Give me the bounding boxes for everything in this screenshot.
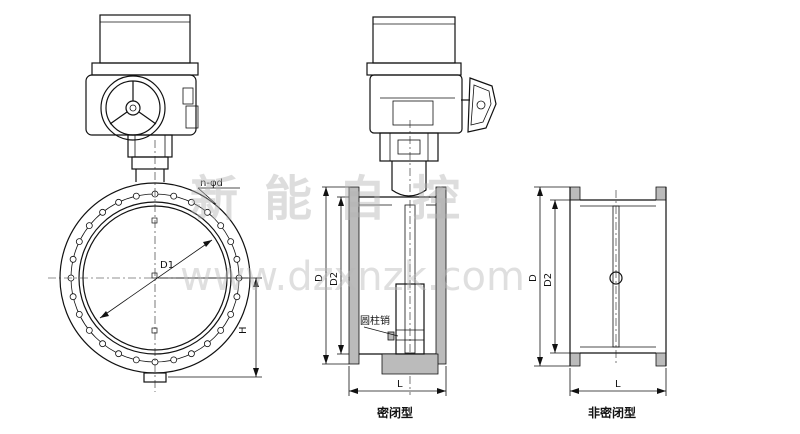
d2-label-right: D2 <box>543 273 554 287</box>
brand-watermark: 新能自控 <box>190 171 486 227</box>
neck-flange <box>131 156 169 170</box>
l-label: L <box>397 379 403 390</box>
bolt-hole <box>233 293 241 301</box>
l-label-right: L <box>615 379 621 390</box>
bolt-hole <box>99 340 106 348</box>
bolt-hole <box>187 350 195 358</box>
actuator-base <box>91 62 199 76</box>
bolt-hole <box>69 255 77 263</box>
bolt-hole <box>217 326 225 334</box>
d1-label: D1 <box>160 260 174 271</box>
d1-leader <box>99 239 213 319</box>
url-watermark: www.dzxnzk.com <box>180 254 525 300</box>
n-phi-d-label: n-φd <box>200 178 223 189</box>
pin-note-label: 圆柱销 <box>360 314 390 327</box>
bolt-holes <box>67 190 243 366</box>
bolt-hole <box>227 310 235 318</box>
sealed-caption: 密闭型 <box>377 405 413 420</box>
bolt-hole <box>233 255 241 263</box>
bolt-hole <box>170 356 178 364</box>
bolt-hole <box>203 208 211 216</box>
bolt-hole <box>132 356 140 364</box>
bolt-hole <box>75 310 83 318</box>
handwheel-icon <box>100 75 166 141</box>
front-view: D1 n-φd H <box>48 14 262 392</box>
h-label: H <box>238 326 249 334</box>
d2-label: D2 <box>329 272 340 286</box>
unsealed-section-view: D D2 L 非密闭型 <box>528 186 667 420</box>
left-flange <box>348 186 360 365</box>
bolt-hole <box>69 293 77 301</box>
bolt-hole <box>75 238 83 246</box>
bolt-hole <box>115 350 122 358</box>
bolt-hole <box>187 198 195 206</box>
bolt-hole <box>217 222 225 230</box>
sealed-section-view: 圆柱销 D D2 L 密闭型 <box>314 16 497 420</box>
bolt-hole <box>85 326 93 334</box>
bolt-hole <box>132 192 140 200</box>
terminal-box <box>185 105 199 129</box>
bolt-hole <box>203 340 211 348</box>
gearbox <box>85 74 197 136</box>
d-label-right: D <box>528 274 539 282</box>
unsealed-caption: 非密闭型 <box>588 405 636 420</box>
coupling <box>379 132 439 162</box>
disc-screw-holes <box>151 217 158 334</box>
gearbox-side <box>369 74 463 134</box>
bolt-hole <box>170 192 178 200</box>
d-label: D <box>314 274 325 282</box>
bolt-hole <box>227 238 235 246</box>
limit-switch-box <box>182 87 194 105</box>
bolt-hole <box>85 222 93 230</box>
bolt-hole <box>99 208 106 216</box>
bolt-hole <box>115 198 122 206</box>
bottom-boss <box>381 353 439 375</box>
side-handwheel-icon <box>461 77 497 133</box>
right-flange <box>435 186 447 365</box>
